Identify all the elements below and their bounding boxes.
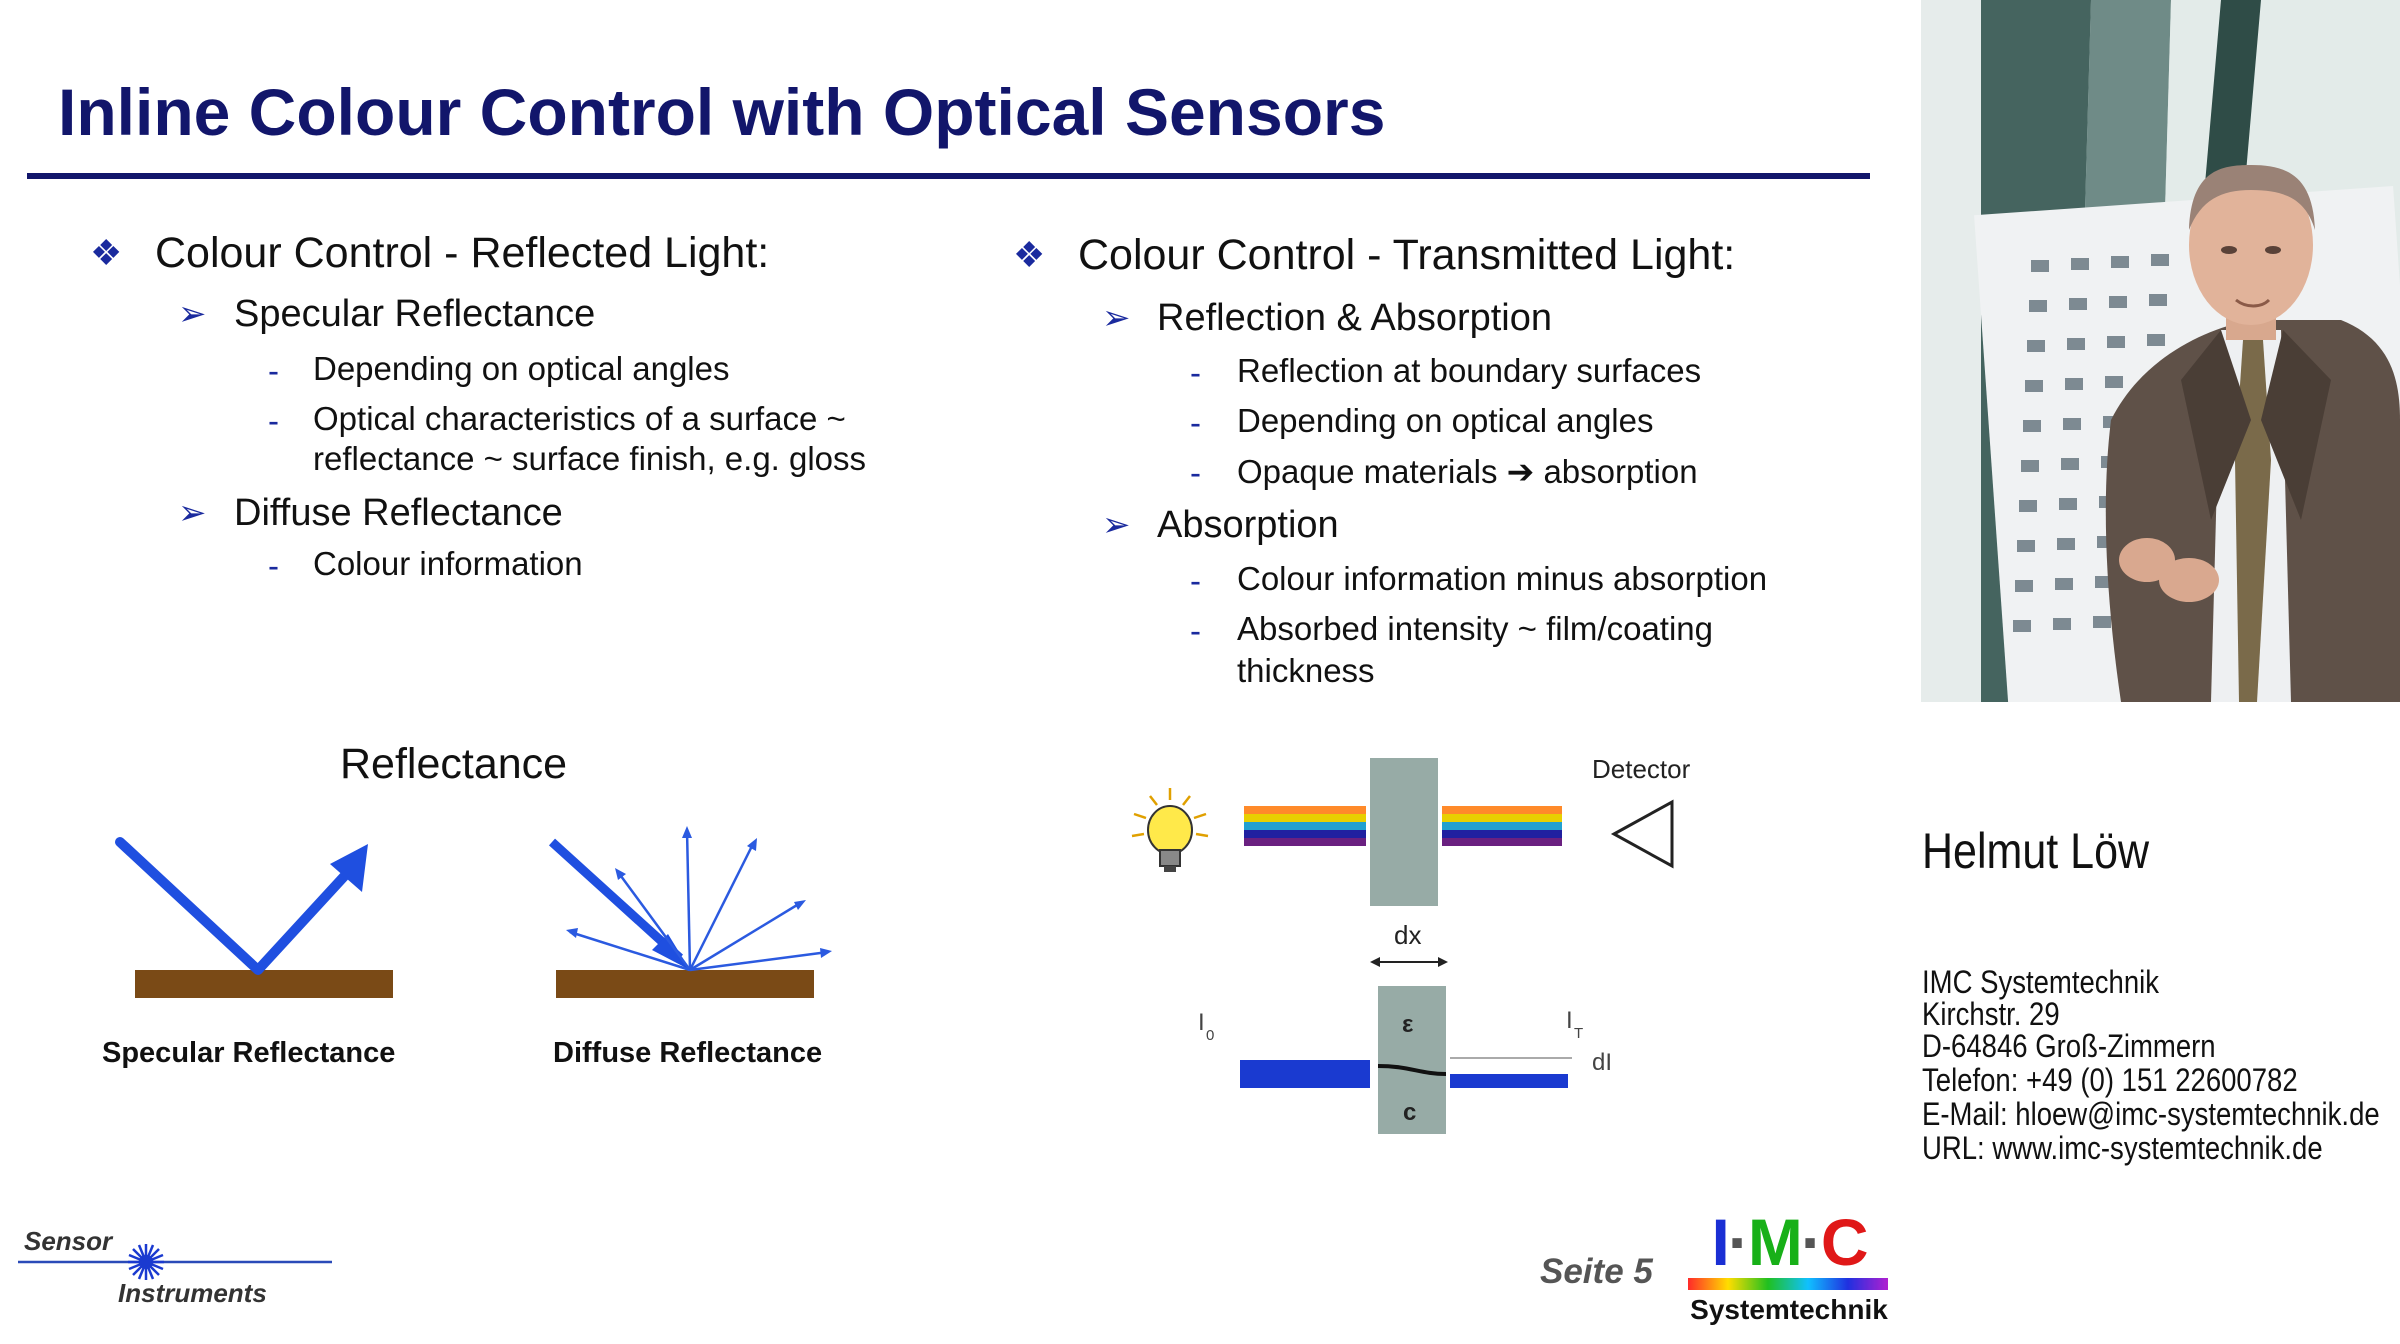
intensity-bar-out <box>1450 1074 1568 1088</box>
diamond-bullet-icon: ❖ <box>90 232 123 273</box>
detector-label: Detector <box>1592 754 1691 784</box>
right-sub2-item: Absorbed intensity ~ film/coating <box>1237 610 1714 647</box>
imc-subtitle: Systemtechnik <box>1690 1294 1888 1325</box>
contact-url: URL: www.imc-systemtechnik.de <box>1922 1130 2323 1166</box>
incident-ray-arrowhead <box>652 934 690 970</box>
imc-spectrum-bar <box>1688 1278 1888 1290</box>
speaker-video-frame <box>1921 0 2400 702</box>
specular-caption: Specular Reflectance <box>102 1037 396 1069</box>
intensity-bar-in <box>1240 1060 1370 1088</box>
reflecting-surface <box>135 970 393 998</box>
it-label: I <box>1566 1007 1573 1034</box>
reflecting-surface <box>556 970 814 998</box>
dash-bullet: - <box>1190 354 1201 391</box>
reflected-ray <box>254 866 354 974</box>
imc-letters: I·M·C <box>1711 1205 1869 1279</box>
light-bulb-icon <box>1131 788 1209 872</box>
diamond-bullet-icon: ❖ <box>1013 234 1046 275</box>
reflected-ray-arrowhead <box>330 844 368 892</box>
sample-slab <box>1370 758 1438 906</box>
right-sub1: Reflection & Absorption <box>1157 297 1553 339</box>
diffuse-reflectance-diagram <box>548 826 832 998</box>
instruments-word: Instruments <box>118 1278 267 1308</box>
incident-ray <box>115 837 263 975</box>
transmission-diagram: Detector dx ε c I 0 I T dI <box>1131 754 1691 1134</box>
specular-reflectance-diagram <box>115 837 393 998</box>
left-sub1-item: Depending on optical angles <box>313 350 730 387</box>
absorption-curve <box>1377 1064 1447 1076</box>
speaker-name: Helmut Löw <box>1922 823 2150 879</box>
right-sub2-item: Colour information minus absorption <box>1237 560 1768 597</box>
arrow-bullet-icon: ➢ <box>1102 299 1131 337</box>
detector-icon <box>1610 799 1674 869</box>
it-subscript: T <box>1574 1025 1583 1042</box>
concentration-label: c <box>1403 1099 1416 1126</box>
dash-bullet: - <box>1190 562 1201 599</box>
arrow-bullet-icon: ➢ <box>178 494 207 532</box>
scattered-rays <box>569 829 829 972</box>
dash-bullet: - <box>268 547 279 584</box>
page-number: Seite 5 <box>1540 1252 1653 1291</box>
left-sub2: Diffuse Reflectance <box>234 492 563 534</box>
dash-bullet: - <box>1190 454 1201 491</box>
reflectance-title: Reflectance <box>340 740 568 788</box>
right-sub1-item: Reflection at boundary surfaces <box>1237 352 1702 389</box>
arrow-bullet-icon: ➢ <box>1102 506 1131 544</box>
di-label: dI <box>1592 1049 1612 1076</box>
title-underline <box>27 173 1870 179</box>
sensor-word: Sensor <box>24 1226 113 1256</box>
speaker-video <box>1921 0 2400 702</box>
i0-subscript: 0 <box>1206 1027 1214 1044</box>
contact-street: Kirchstr. 29 <box>1922 996 2060 1032</box>
left-sub1: Specular Reflectance <box>234 293 596 335</box>
dash-bullet: - <box>1190 612 1201 649</box>
right-sub2: Absorption <box>1157 504 1339 546</box>
right-sub1-item: Opaque materials ➔ absorption <box>1237 453 1698 490</box>
contact-company: IMC Systemtechnik <box>1922 964 2160 1000</box>
contact-city: D-64846 Groß-Zimmern <box>1922 1028 2216 1064</box>
dash-bullet: - <box>268 352 279 389</box>
right-sub2-item-cont: thickness <box>1237 652 1375 689</box>
epsilon-label: ε <box>1402 1011 1413 1038</box>
right-heading: Colour Control - Transmitted Light: <box>1078 231 1736 279</box>
diffuse-caption: Diffuse Reflectance <box>553 1037 823 1069</box>
left-sub2-item: Colour information <box>313 545 583 582</box>
contact-phone: Telefon: +49 (0) 151 22600782 <box>1922 1062 2298 1098</box>
scattered-ray-arrowheads <box>566 826 832 958</box>
arrow-bullet-icon: ➢ <box>178 295 207 333</box>
dash-bullet: - <box>268 402 279 439</box>
slide: Inline Colour Control with Optical Senso… <box>14 75 1894 1333</box>
transmitted-light-bands <box>1442 806 1562 846</box>
i0-label: I <box>1198 1009 1205 1036</box>
incident-light-bands <box>1244 806 1366 846</box>
sensor-instruments-logo: Sensor Instruments <box>14 1222 344 1312</box>
contact-email: E-Mail: hloew@imc-systemtechnik.de <box>1922 1096 2380 1132</box>
dash-bullet: - <box>1190 404 1201 441</box>
absorbing-sample <box>1378 986 1446 1134</box>
left-sub1-item: Optical characteristics of a surface ~ <box>313 400 846 437</box>
right-sub1-item: Depending on optical angles <box>1237 402 1654 439</box>
slide-title: Inline Colour Control with Optical Senso… <box>58 75 1386 149</box>
left-heading: Colour Control - Reflected Light: <box>155 229 770 277</box>
dx-label: dx <box>1394 920 1421 950</box>
imc-logo: I·M·C Systemtechnik <box>1684 1205 1894 1333</box>
speaker-figure <box>2105 165 2400 702</box>
left-sub1-item-cont: reflectance ~ surface finish, e.g. gloss <box>313 440 867 477</box>
incident-ray <box>548 838 684 962</box>
